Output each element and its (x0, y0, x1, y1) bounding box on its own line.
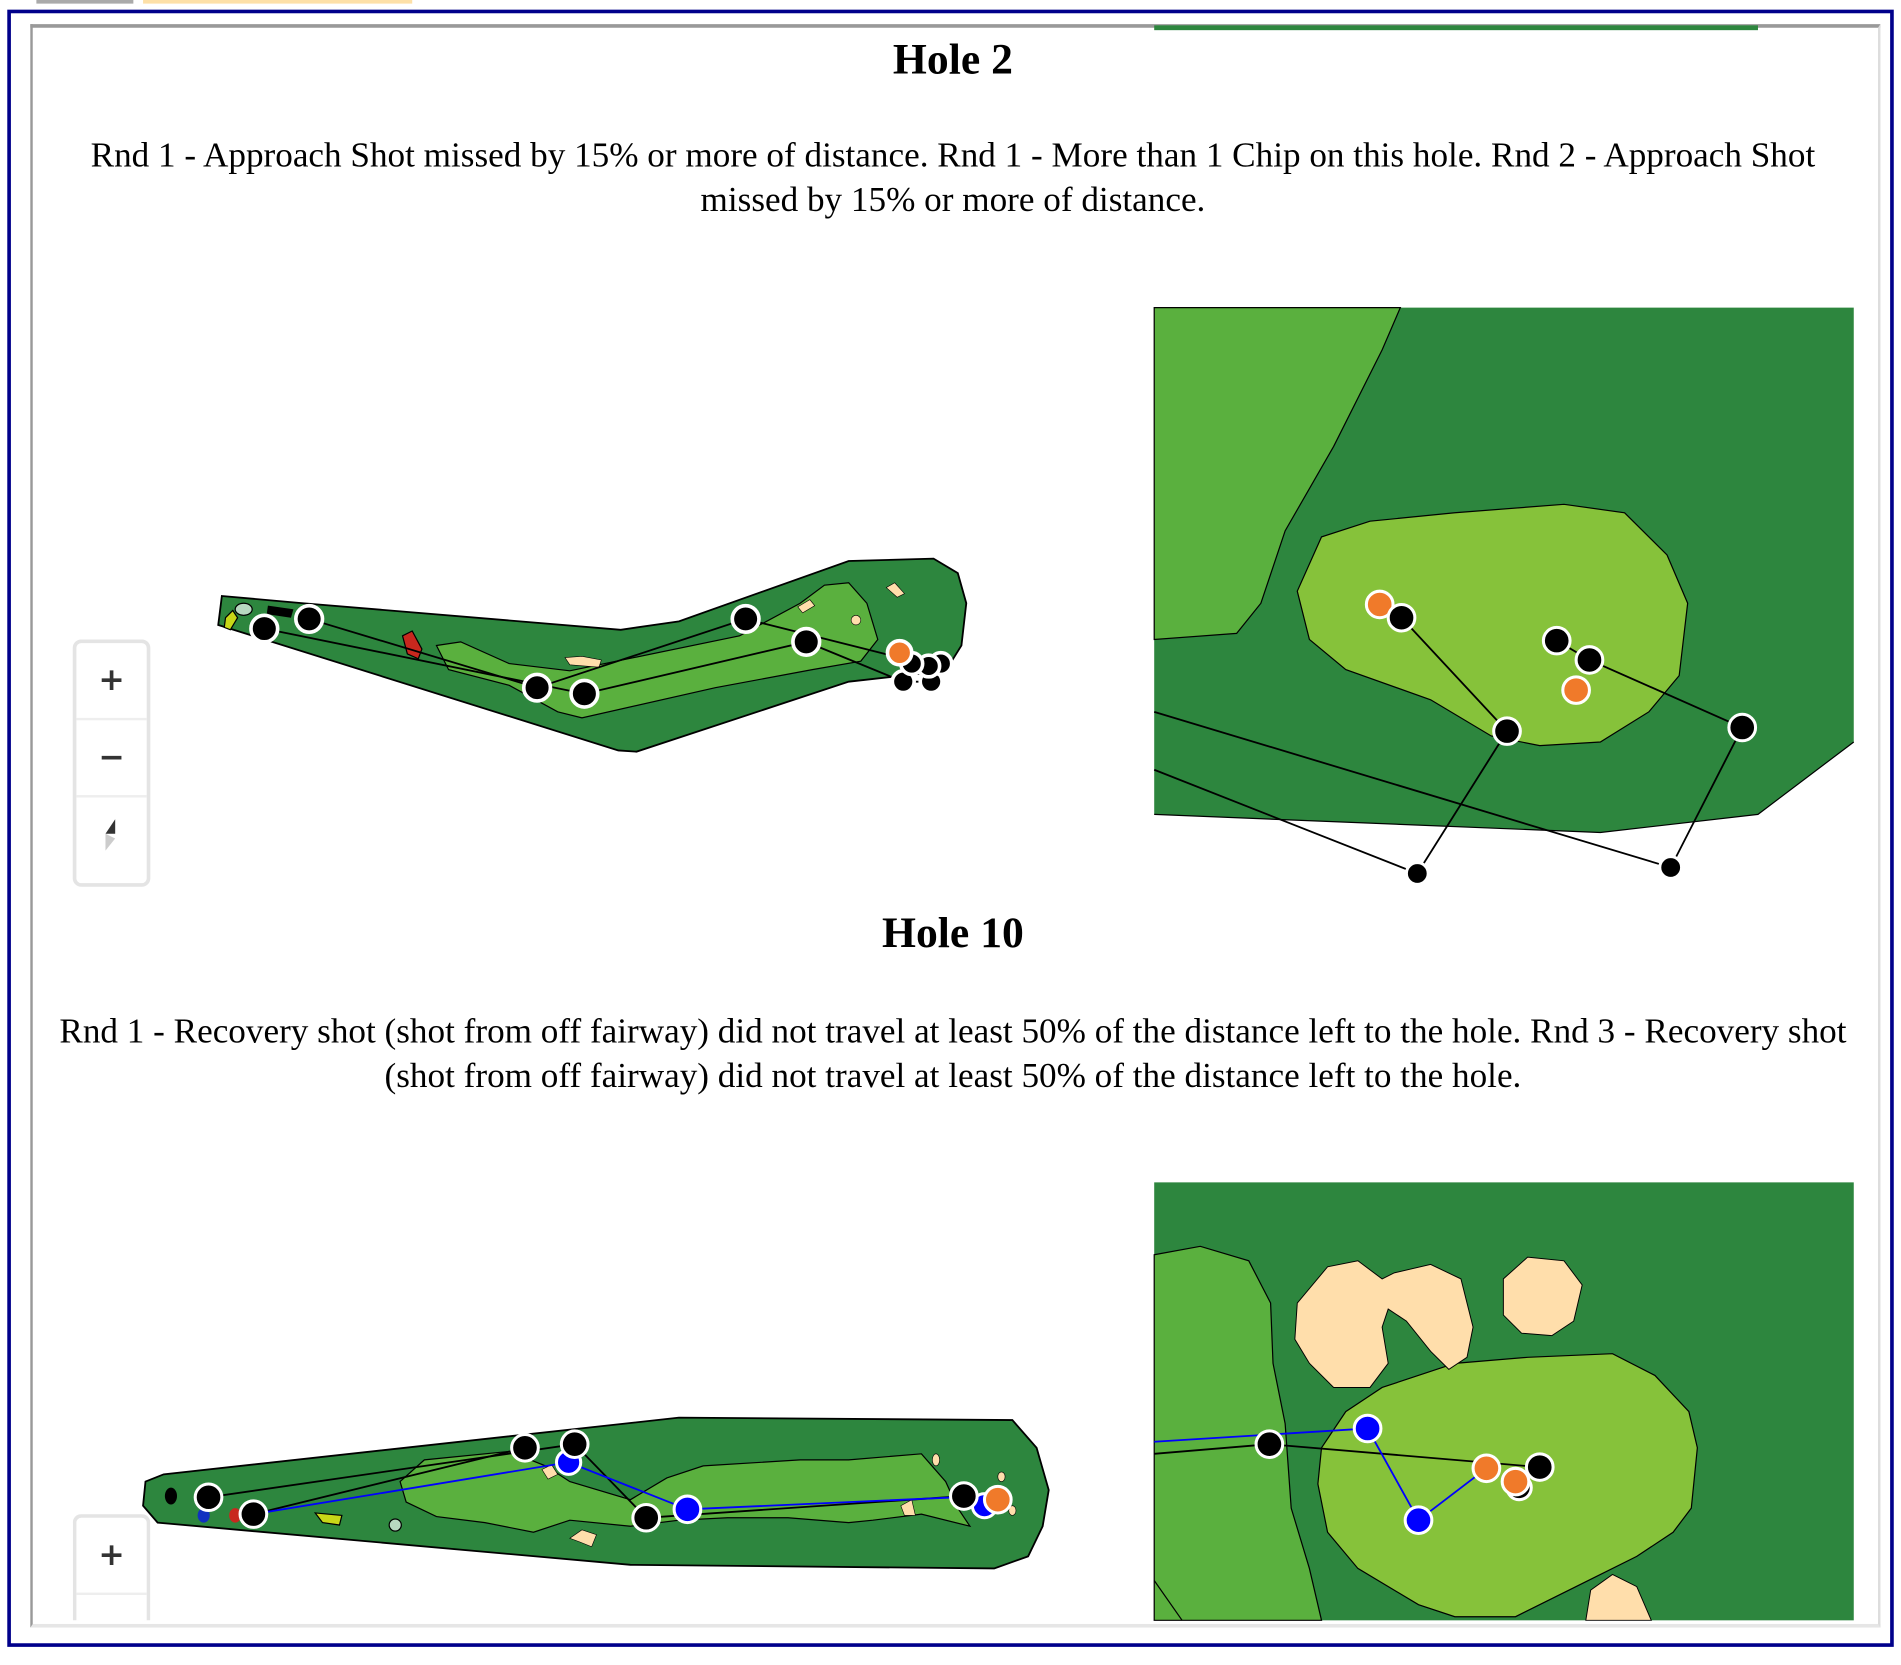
bunker (564, 656, 602, 668)
tee-box (234, 602, 253, 616)
tee-box (388, 1518, 402, 1532)
bunker (1585, 1573, 1653, 1621)
rough-area (217, 557, 968, 753)
top-tab-active[interactable] (143, 0, 413, 4)
fairway-area (1153, 307, 1402, 641)
previous-map-edge (1154, 25, 1758, 31)
fairway-area (1153, 1245, 1323, 1621)
shot-lines (208, 1443, 985, 1519)
map-zoom-control: + (72, 1514, 151, 1621)
shot-markers (1364, 589, 1758, 886)
bunker (1294, 1260, 1474, 1388)
report-frame (7, 9, 1894, 1647)
bunker (932, 1453, 940, 1467)
bunker (1008, 1505, 1017, 1516)
tee-box (266, 605, 294, 618)
tee-box (313, 1512, 343, 1526)
tee-box (164, 1487, 178, 1505)
top-tab[interactable] (36, 0, 134, 4)
bunker (797, 599, 816, 614)
zoom-in-button[interactable]: + (76, 643, 147, 721)
bunker (885, 582, 905, 598)
bunker (850, 615, 862, 626)
fairway-area (399, 1450, 972, 1533)
bunker (569, 1529, 597, 1548)
bunker (997, 1471, 1006, 1482)
zoom-out-button[interactable]: − (76, 720, 147, 798)
bunker (900, 1499, 916, 1516)
hole-description: Rnd 1 - Approach Shot missed by 15% or m… (90, 136, 1816, 220)
shot-markers (193, 1429, 1013, 1533)
hole-title: Hole 10 (882, 908, 1024, 957)
shot-markers (249, 603, 954, 709)
hole-description: Rnd 1 - Recovery shot (shot from off fai… (59, 1012, 1847, 1096)
bunker (1502, 1256, 1583, 1337)
tee-box (229, 1508, 242, 1523)
tee-box (223, 609, 239, 631)
hole-title: Hole 2 (892, 34, 1013, 84)
reset-north-button[interactable] (76, 797, 146, 872)
shot-markers (1254, 1413, 1555, 1535)
map-zoom-control: + − (72, 639, 151, 887)
scroll-panel (30, 24, 1881, 1628)
compass-icon (105, 819, 116, 851)
zoom-in-button[interactable]: + (76, 1518, 147, 1595)
